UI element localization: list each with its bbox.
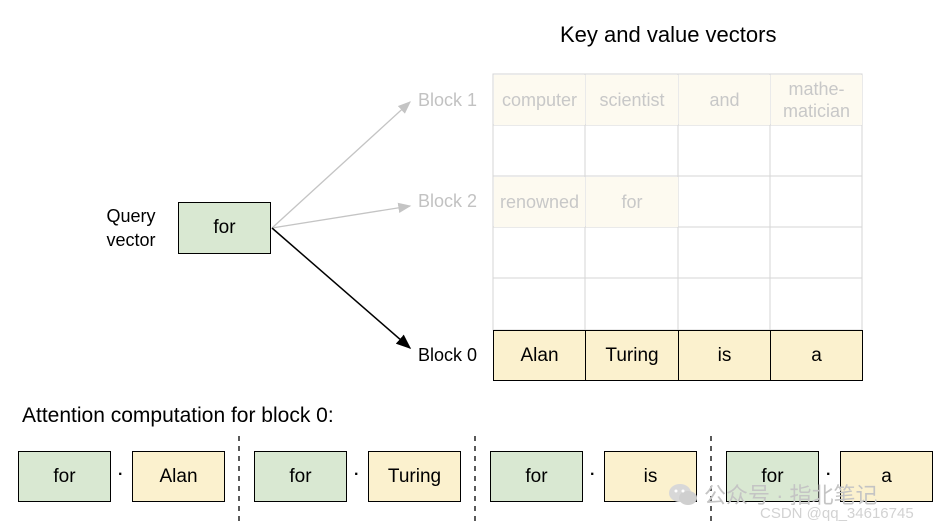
arrow-to-block-1 [271,101,411,229]
wechat-watermark: 公众号 · 指北笔记 [668,478,878,510]
attention-query-box: for [254,451,347,502]
block-0-cell: a [770,330,863,381]
query-vector-box: for [178,202,271,254]
block-2-label: Block 2 [418,191,478,211]
block-2-cell: for [586,177,678,227]
block-0-cell: Turing [585,330,679,381]
wechat-watermark-text: 公众号 · 指北笔记 [704,483,878,508]
query-label-line-2: vector [106,230,156,250]
attention-key-box: Turing [368,451,461,502]
query-vector-label: Query vector [96,204,166,252]
diagram-title: Key and value vectors [560,22,777,47]
attention-key-box: a [840,451,933,502]
dot-operator: · [354,466,360,483]
wechat-icon [669,484,697,505]
block-0-cell: is [678,330,771,381]
arrow-to-block-2 [271,202,412,229]
query-label-line-1: Query [106,206,156,226]
attention-query-box: for [18,451,111,502]
csdn-watermark: CSDN @qq_34616745 [760,505,914,522]
attention-key-box: Alan [132,451,225,502]
dot-operator: · [826,466,832,483]
attention-title: Attention computation for block 0: [22,404,334,427]
arrow-to-block-0 [271,227,412,349]
block-0-cell: Alan [493,330,586,381]
block-1-cell: scientist [586,75,678,125]
block-2-cell: renowned [494,177,585,227]
block-1-cell: and [679,75,770,125]
kv-grid [492,73,863,331]
block-1-cell: computer [494,75,585,125]
block-1-label: Block 1 [418,90,478,110]
attention-query-box: for [490,451,583,502]
attention-separators [238,436,712,521]
block-0-label: Block 0 [418,345,478,365]
block-1-cell: mathe- matician [771,75,862,125]
dot-operator: · [118,466,124,483]
dot-operator: · [590,466,596,483]
attention-query-box: for [726,451,819,502]
